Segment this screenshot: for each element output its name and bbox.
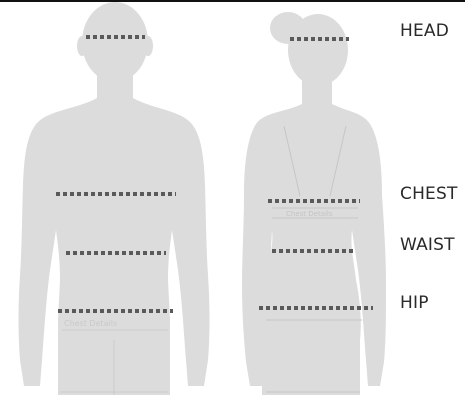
head-label: HEAD: [400, 23, 449, 40]
chest-label: CHEST: [400, 186, 458, 203]
male-head: [82, 2, 148, 82]
male-ear-left: [77, 36, 87, 56]
female-head: [288, 14, 348, 86]
watermark-male: Chest Details: [64, 319, 117, 328]
female-silhouette: [242, 12, 386, 395]
male-silhouette: [19, 2, 210, 395]
hip-label: HIP: [400, 295, 429, 312]
watermark-female: Chest Details: [286, 210, 333, 218]
waist-label: WAIST: [400, 237, 455, 254]
